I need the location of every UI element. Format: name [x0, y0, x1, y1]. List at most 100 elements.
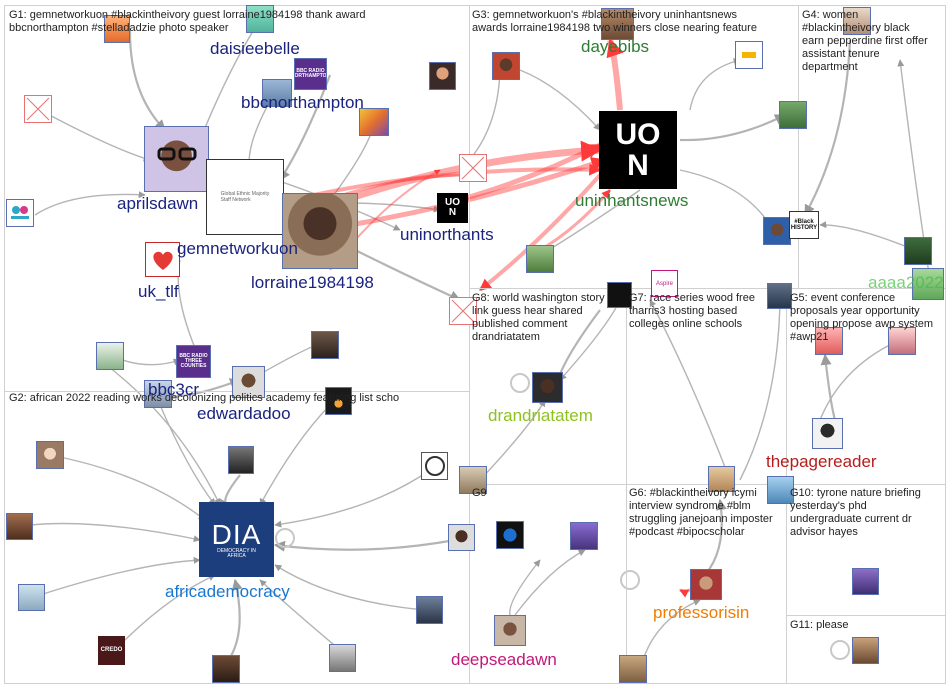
node-avatar[interactable]: [459, 466, 487, 494]
network-edge: [259, 579, 341, 651]
node-avatar[interactable]: [843, 7, 871, 35]
label-bbc3cr: bbc3cr: [148, 380, 200, 399]
node-avatar[interactable]: [912, 268, 944, 300]
network-edge-strong: [478, 173, 602, 292]
node-broken-image[interactable]: [459, 154, 487, 182]
node-lorraine-avatar[interactable]: [282, 193, 358, 269]
group-title-g10: G10: tyrone nature briefing yesterday's …: [790, 487, 921, 538]
network-edge: [34, 191, 146, 216]
group-title-g6: G6: #blackintheivory icymi interview syn…: [629, 487, 773, 538]
network-edge: [804, 39, 852, 216]
node-avatar[interactable]: [526, 245, 554, 273]
network-edge: [39, 556, 201, 596]
node-avatar[interactable]: [262, 79, 292, 107]
network-edge-strong: [606, 38, 624, 111]
node-avatar[interactable]: [570, 522, 598, 550]
logo-mark: [742, 52, 756, 58]
label-dayebibs: dayebibs: [581, 37, 650, 56]
node-avatar[interactable]: [36, 441, 64, 469]
node-avatar[interactable]: [763, 217, 791, 245]
node-avatar[interactable]: [767, 283, 792, 309]
node-avatar[interactable]: [325, 387, 352, 415]
node-avatar[interactable]: [429, 62, 456, 90]
broken-image-icon: [461, 156, 485, 180]
network-edge: [259, 404, 331, 506]
node-bbc-northampton-logo[interactable]: BBC RADIO NORTHAMPTON: [294, 58, 327, 90]
black-history-text: #Black HISTORY: [790, 219, 818, 231]
network-edge: [128, 29, 166, 131]
node-drandriatatem-avatar[interactable]: [532, 372, 563, 403]
node-thepagereader-avatar[interactable]: [812, 418, 843, 449]
network-edge: [159, 404, 216, 506]
broken-image-icon: [26, 97, 50, 121]
node-avatar[interactable]: [767, 476, 794, 504]
node-avatar[interactable]: [18, 584, 45, 611]
node-avatar[interactable]: [246, 5, 274, 33]
node-bbc-three-counties-logo[interactable]: BBC RADIO THREE COUNTIES: [176, 345, 211, 378]
node-gem-network-card[interactable]: Global Ethnic Majority Staff Network: [206, 159, 284, 235]
node-avatar[interactable]: [96, 342, 124, 370]
node-avatar[interactable]: [619, 655, 647, 683]
node-avatar[interactable]: [779, 101, 807, 129]
label-uninhantsnews: uninhantsnews: [575, 191, 689, 210]
label-professorisin: professorisin: [653, 603, 750, 622]
node-avatar[interactable]: [144, 380, 172, 408]
node-avatar[interactable]: [329, 644, 356, 672]
group-title-g7: G7: race series wood free tharris3 hosti…: [629, 292, 755, 330]
node-avatar[interactable]: [496, 521, 524, 549]
node-avatar[interactable]: [852, 637, 879, 664]
node-avatar[interactable]: [815, 327, 843, 355]
glasses-icon: [157, 147, 197, 161]
node-avatar[interactable]: [448, 524, 475, 551]
node-avatar[interactable]: [6, 513, 33, 540]
uon-big-logo-text: UO N: [615, 117, 661, 182]
label-uk-tlf: uk_tlf: [138, 282, 179, 301]
node-edwardadoo-avatar[interactable]: [232, 366, 265, 398]
bbc-3cr-text: BBC RADIO THREE COUNTIES: [179, 352, 208, 370]
node-avatar[interactable]: [492, 52, 520, 80]
node-avatar[interactable]: [708, 466, 735, 492]
network-edge: [479, 399, 546, 481]
node-uk-tlf-logo[interactable]: [145, 242, 180, 277]
label-drandriatatem: drandriatatem: [488, 406, 593, 425]
node-avatar[interactable]: [601, 8, 634, 40]
group-box-g11: [786, 615, 946, 684]
node-broken-image[interactable]: [449, 297, 477, 325]
node-avatar[interactable]: [104, 15, 130, 43]
node-avatar[interactable]: [421, 452, 448, 480]
node-avatar[interactable]: [359, 108, 389, 136]
network-edge: [679, 114, 786, 142]
node-avatar[interactable]: [416, 596, 443, 624]
bbc-logo-text: BBC RADIO NORTHAMPTON: [294, 67, 327, 79]
node-africademocracy-logo[interactable]: DIA DEMOCRACY IN AFRICA: [199, 502, 274, 577]
network-edge: [509, 559, 541, 616]
node-deepseadawn-avatar[interactable]: [494, 615, 526, 646]
network-edge: [99, 359, 221, 506]
node-aprilsdawn-avatar[interactable]: [144, 126, 209, 192]
node-avatar[interactable]: [904, 237, 932, 265]
credo-text: CREDO: [100, 647, 123, 654]
node-online-tutoring-logo[interactable]: [6, 199, 34, 227]
node-black-history-logo[interactable]: #Black HISTORY: [789, 211, 819, 239]
node-avatar[interactable]: [852, 568, 879, 595]
group-title-g5: G5: event conference proposals year oppo…: [790, 292, 934, 343]
group-title-g2: G2: african 2022 reading works decoloniz…: [9, 392, 400, 404]
node-avatar[interactable]: [311, 331, 339, 359]
node-avatar[interactable]: [888, 327, 916, 355]
network-edge: [819, 221, 916, 251]
node-uninorthants-logo[interactable]: UO N: [437, 193, 468, 223]
node-aspire-logo[interactable]: Aspire: [651, 270, 678, 297]
label-edwardadoo: edwardadoo: [197, 404, 291, 423]
node-broken-image[interactable]: [24, 95, 52, 123]
group-title-g3: G3: gemnetworkuon's #blackintheivory uni…: [472, 9, 757, 34]
network-edge: [820, 353, 837, 421]
node-avatar[interactable]: [735, 41, 763, 69]
node-avatar[interactable]: [228, 446, 254, 474]
node-uninhantsnews-logo[interactable]: UO N: [599, 111, 677, 189]
label-daisieebelle: daisieebelle: [210, 39, 300, 58]
node-avatar[interactable]: [212, 655, 240, 683]
node-professorisin-avatar[interactable]: [690, 569, 722, 600]
node-avatar[interactable]: [607, 282, 632, 308]
node-credo-logo[interactable]: CREDO: [98, 636, 125, 665]
network-edge: [49, 454, 206, 521]
